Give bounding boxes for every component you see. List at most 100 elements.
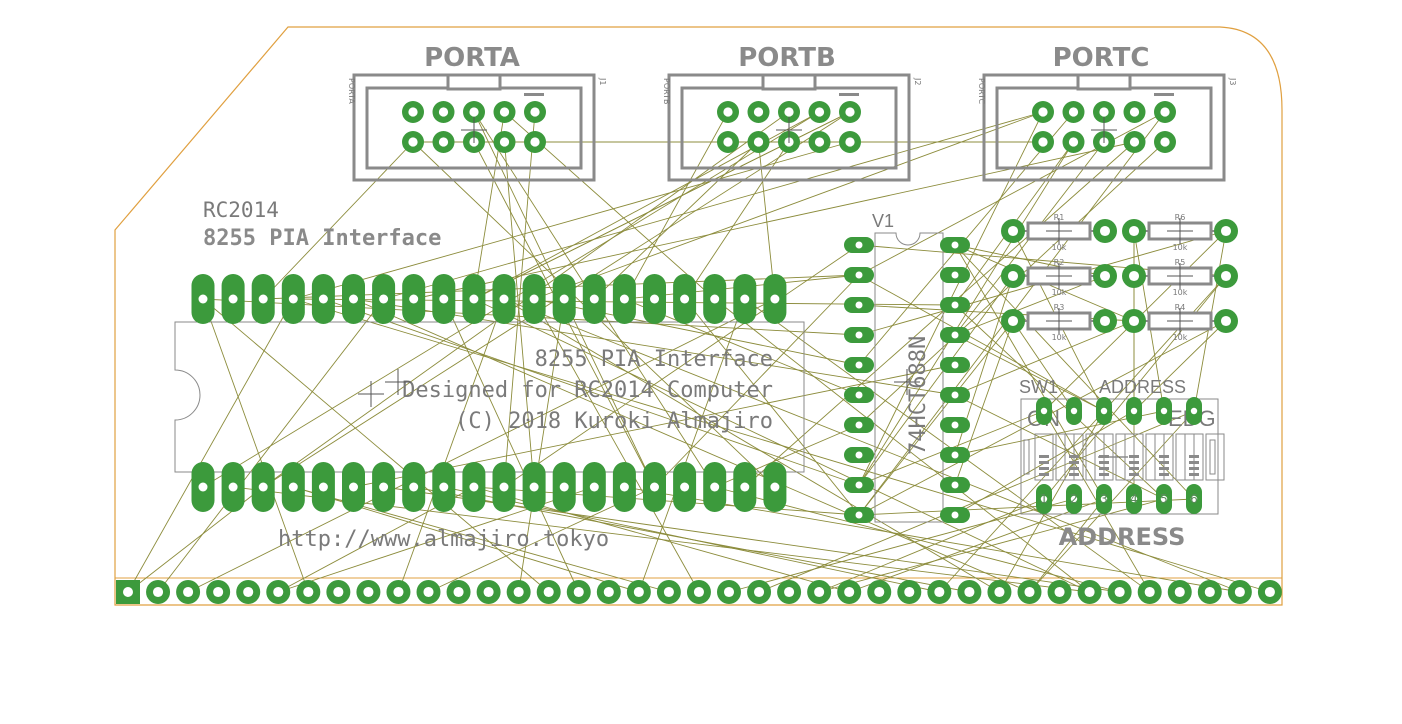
ic-8255-outline	[174, 321, 805, 473]
bus-pad-hole	[153, 586, 164, 598]
airwire	[504, 141, 535, 488]
airwire	[858, 498, 1195, 516]
airwire	[187, 298, 776, 593]
resistor-pad-hole	[1007, 225, 1019, 237]
header-pad-hole	[530, 137, 540, 147]
airwire	[202, 298, 309, 593]
bus-pad-hole	[904, 586, 915, 598]
header-pad-hole	[1099, 107, 1109, 117]
ic2-pin-hole	[951, 421, 959, 429]
dip-number: 3	[1100, 492, 1108, 506]
bus-pad-hole	[1024, 586, 1035, 598]
airwire	[654, 274, 860, 488]
airwire	[714, 298, 1090, 593]
header-pad-hole	[814, 137, 825, 147]
airwire	[728, 498, 1075, 593]
bus-pad-hole	[273, 586, 284, 598]
airwire	[954, 244, 1195, 500]
bus-pad-hole	[1264, 586, 1275, 598]
ic-pin-hole	[740, 482, 750, 492]
bus-pad-hole	[723, 586, 735, 598]
ic-pin-hole	[228, 482, 238, 492]
url-text: http://www.almajiro.tokyo	[278, 527, 609, 552]
ic2-pin-hole	[951, 271, 959, 279]
header-pad-hole	[723, 137, 733, 147]
header-portb: PORTB PORTB J2	[662, 43, 922, 182]
airwire	[1012, 320, 1075, 412]
header-pad-hole	[753, 137, 764, 147]
airwire	[533, 298, 700, 593]
resistor-pad-hole	[1220, 315, 1232, 327]
airwire	[624, 111, 729, 300]
airwire	[954, 334, 1105, 412]
airwire	[383, 111, 1044, 300]
airwire	[262, 141, 414, 300]
airwire	[954, 320, 1135, 396]
bus-pad-hole	[513, 586, 524, 598]
dip-bottom-label: ADDRESS	[1059, 523, 1186, 551]
header-porta: PORTA PORTA J1	[347, 43, 607, 182]
ic2-pin-hole	[855, 301, 863, 309]
ic2-pin-hole	[951, 481, 959, 489]
header-pad-hole	[408, 107, 418, 117]
airwire	[1133, 320, 1227, 412]
bus-pad-hole	[844, 586, 855, 598]
header-pad-hole	[1038, 137, 1048, 147]
ic-pin-hole	[349, 482, 358, 492]
airwire	[398, 298, 505, 593]
ic-pin-hole	[710, 482, 720, 492]
bus-pad-hole	[1234, 586, 1245, 598]
resistor-pad-hole	[1007, 270, 1019, 282]
header-pad-hole	[438, 107, 449, 117]
ic-pin-hole	[228, 294, 238, 304]
resistor-designator: R2	[1054, 258, 1065, 267]
resistor-pad-hole	[1099, 315, 1111, 327]
header-pad-hole	[1038, 107, 1048, 117]
airwire	[858, 320, 1014, 516]
header-small-label: PORTA	[347, 78, 356, 104]
resistor-value: 10k	[1173, 333, 1188, 342]
header-designator: J1	[598, 77, 607, 85]
bus-pad-hole	[814, 586, 825, 598]
bus-pad-hole	[243, 586, 254, 598]
resistor-pad-hole	[1128, 270, 1140, 282]
header-designator: J2	[913, 77, 922, 85]
header-pad-hole	[845, 107, 855, 117]
bus-pad-hole	[1144, 586, 1155, 598]
airwire	[503, 111, 536, 488]
dip-number: 2	[1070, 492, 1078, 506]
airwire	[858, 275, 1014, 486]
header-pad-hole	[1129, 107, 1140, 117]
ic-pin-hole	[740, 294, 750, 304]
ic-pin-hole	[710, 294, 720, 304]
ic-pin-hole	[439, 482, 449, 492]
ic-pin-hole	[589, 294, 599, 304]
ic-pin-hole	[258, 482, 268, 492]
bus-pad-hole	[784, 586, 795, 598]
dip-number: 5	[1160, 492, 1168, 506]
airwire	[954, 275, 1106, 336]
resistor-value: 10k	[1052, 243, 1067, 252]
header-small-label: PORTB	[662, 78, 671, 104]
chip-text-1: 8255 PIA Interface	[535, 347, 773, 372]
dip-number: 6	[1190, 492, 1198, 506]
ic2-pin-hole	[855, 451, 863, 459]
airwire	[624, 486, 1240, 593]
ic-pin-hole	[529, 482, 539, 492]
ic2-pin-hole	[855, 271, 863, 279]
ic2-pin-hole	[951, 301, 959, 309]
bus-pad-hole	[1114, 586, 1125, 598]
bus-pad-hole	[754, 586, 765, 598]
bus-pad-hole	[1054, 586, 1065, 598]
ic2-pin-hole	[951, 391, 959, 399]
ic-pin-hole	[258, 294, 268, 304]
ic2-pin-hole	[855, 331, 863, 339]
ic2-pin-hole	[855, 481, 863, 489]
header-pad-hole	[438, 137, 449, 147]
bus-pad-hole	[994, 586, 1005, 598]
bus-connector-pads	[116, 580, 1282, 604]
airwire	[503, 244, 860, 488]
resistor-designator: R1	[1054, 213, 1065, 222]
airwire	[127, 298, 294, 593]
bus-pad-hole	[333, 586, 344, 598]
